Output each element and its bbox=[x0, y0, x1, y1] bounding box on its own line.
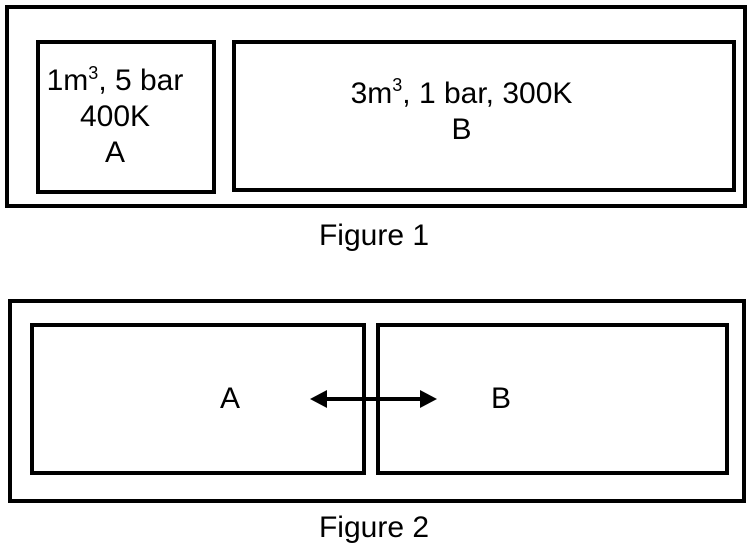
superscript-exponent: 3 bbox=[392, 75, 403, 96]
figure1-chamber-b: 3m3, 1 bar, 300K B bbox=[232, 40, 736, 192]
figure1-chamber-a: 1m3, 5 bar 400K A bbox=[36, 40, 216, 194]
superscript-exponent: 3 bbox=[88, 62, 99, 83]
chamber-a-label: A bbox=[104, 136, 125, 169]
figure1-chamber-a-text: 1m3, 5 bar 400K A bbox=[47, 63, 184, 171]
chamber-a-state-line: 1m3, 5 bar bbox=[46, 62, 184, 97]
double-arrow-icon bbox=[310, 389, 437, 409]
figure1-caption: Figure 1 bbox=[318, 219, 430, 252]
figure1-vessel-outline: 1m3, 5 bar 400K A 3m3, 1 bar, 300K B bbox=[5, 5, 747, 208]
figure2-chamber-b-label: B bbox=[490, 382, 511, 415]
figure2-caption: Figure 2 bbox=[318, 511, 430, 544]
figure2-chamber-a-label: A bbox=[219, 382, 240, 415]
chamber-b-label: B bbox=[451, 112, 472, 146]
figure1-chamber-b-text: 3m3, 1 bar, 300K B bbox=[351, 76, 573, 148]
chamber-b-state-line: 3m3, 1 bar, 300K bbox=[350, 75, 573, 110]
chamber-a-temperature: 400K bbox=[79, 100, 151, 133]
